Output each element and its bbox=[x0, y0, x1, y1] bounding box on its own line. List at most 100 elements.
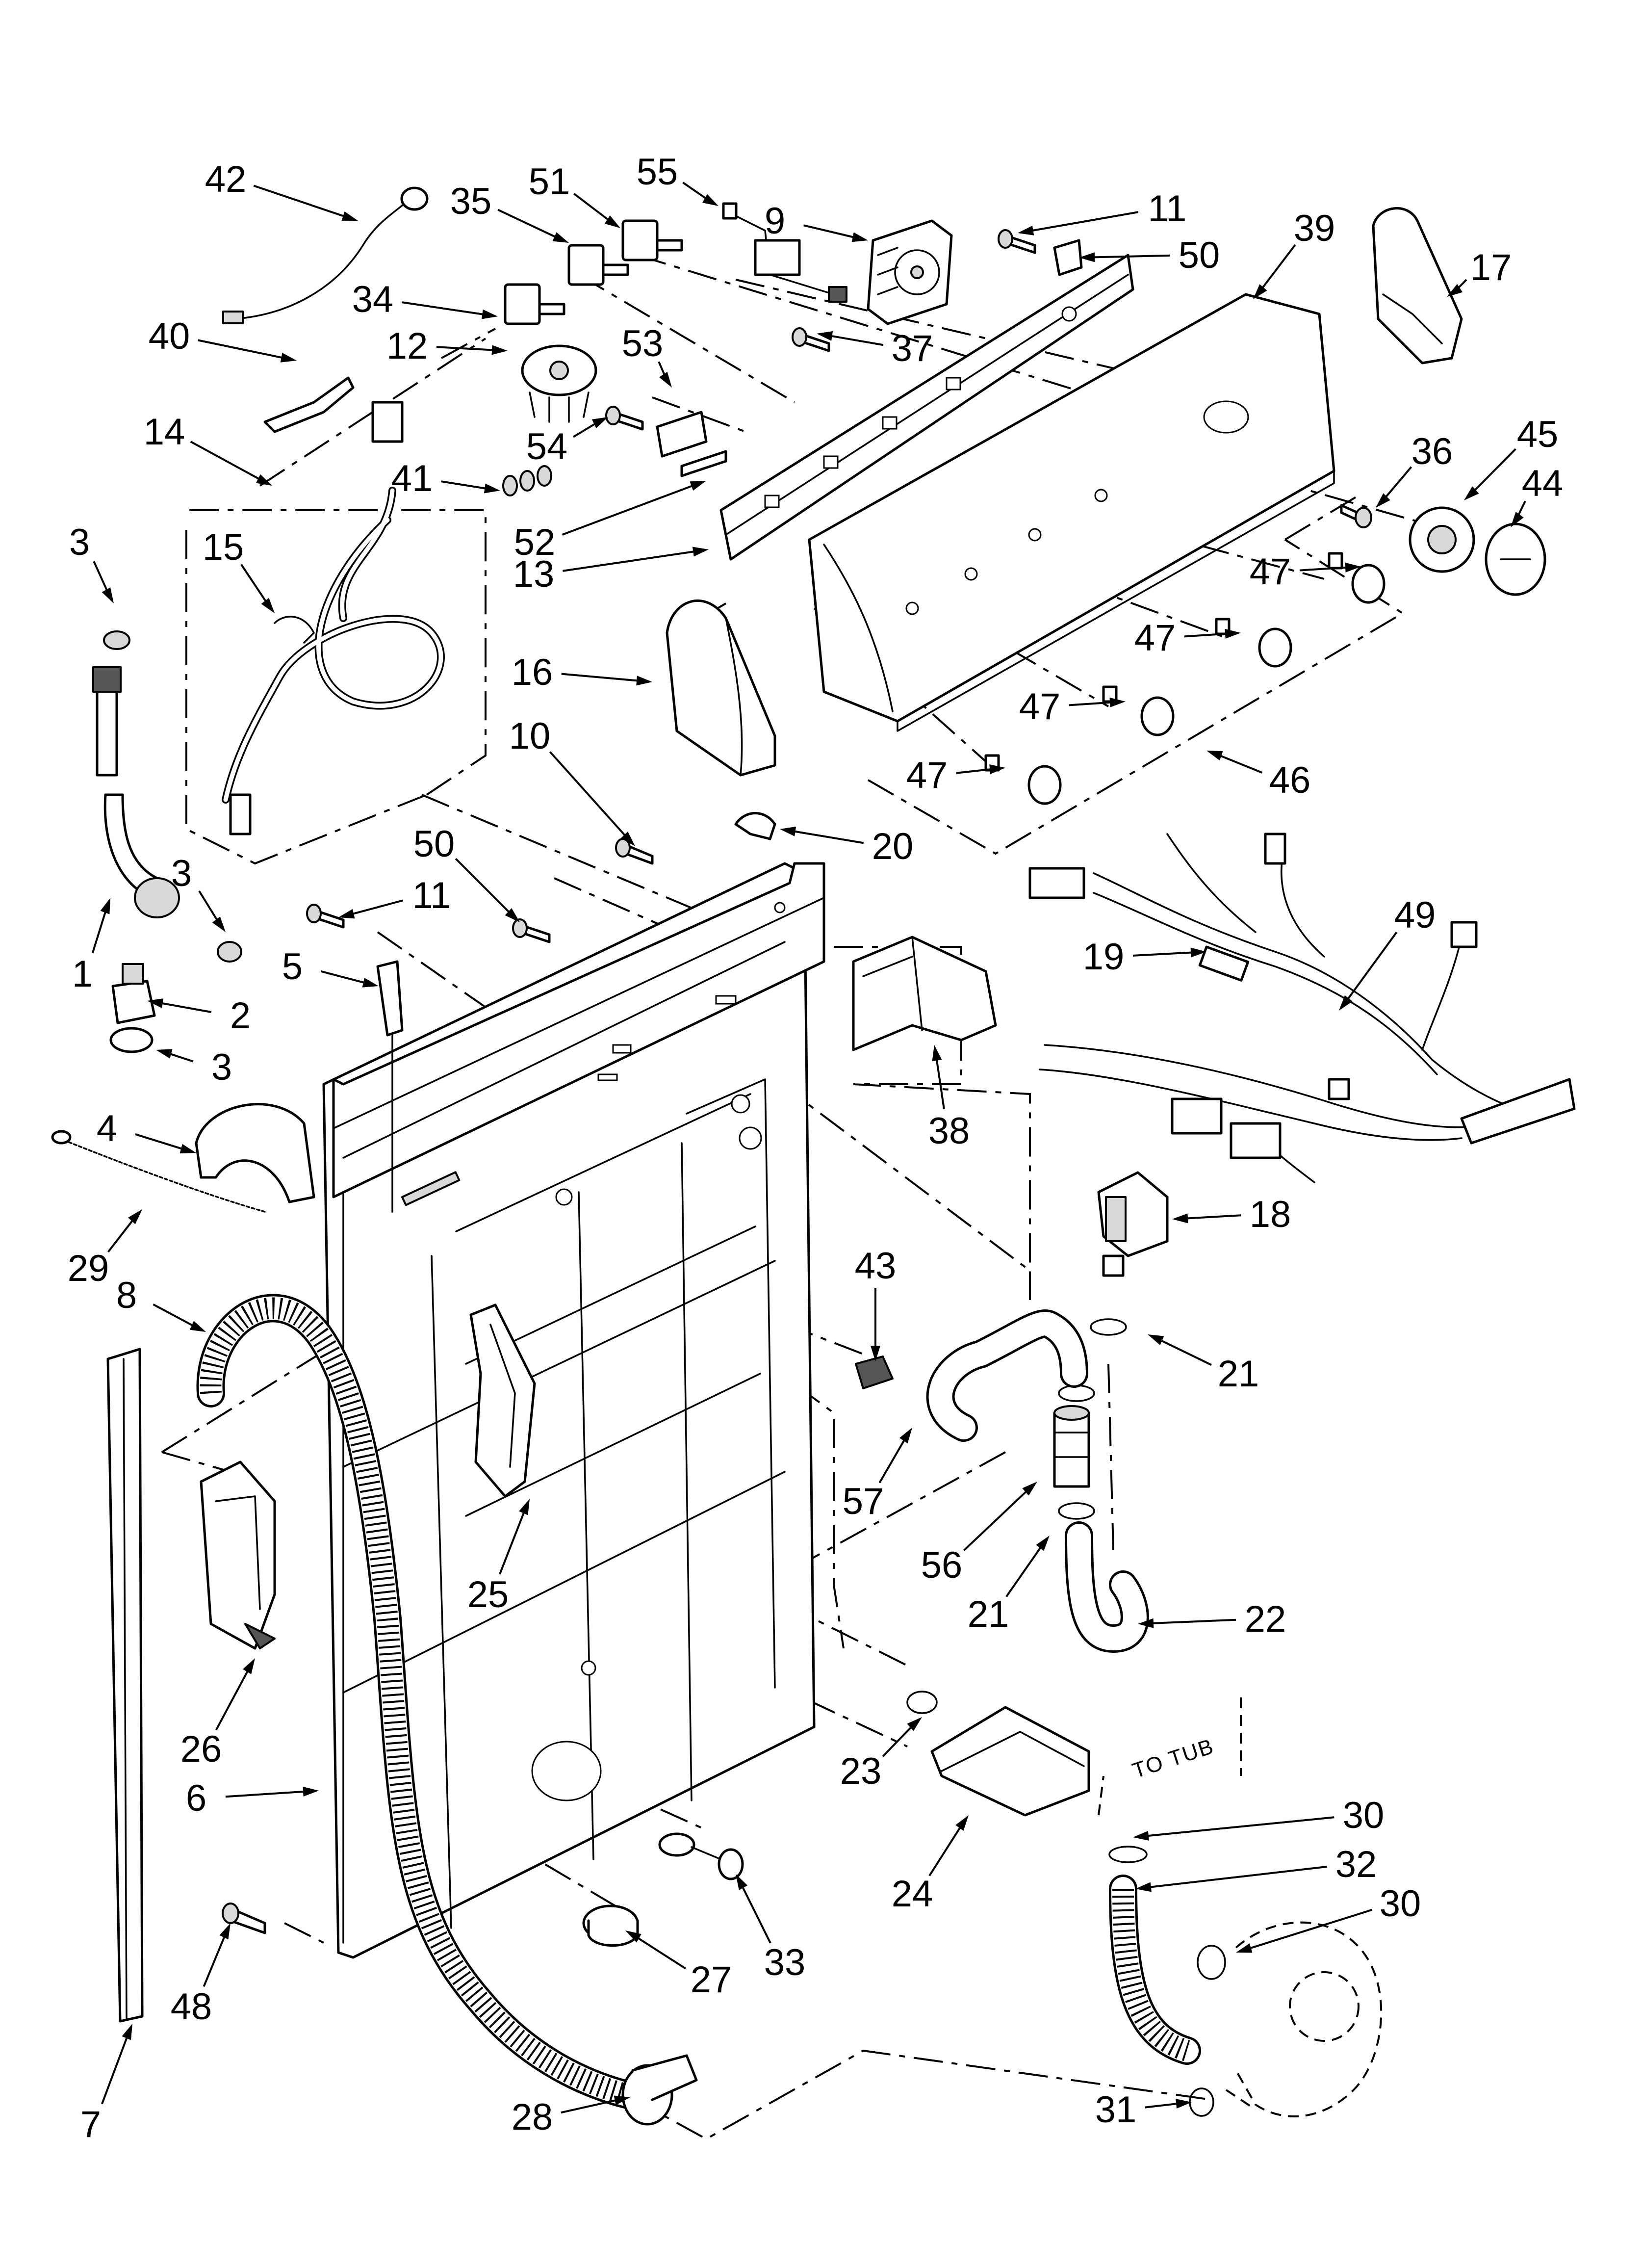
callout-label-17: 17 bbox=[1470, 247, 1512, 288]
part-39-console bbox=[808, 293, 1335, 732]
callout-label-8: 8 bbox=[116, 1275, 137, 1316]
arrowhead-10 bbox=[620, 831, 635, 846]
callout-label-39: 39 bbox=[1294, 208, 1335, 249]
part-44-knob bbox=[1485, 522, 1546, 596]
callout-label-33: 33 bbox=[764, 1942, 806, 1983]
arrowhead-36 bbox=[1376, 493, 1390, 508]
part-42-ground-wire bbox=[222, 186, 429, 324]
leader-line-42 bbox=[253, 184, 349, 219]
part-38-duct bbox=[852, 936, 997, 1051]
arrowhead-30a bbox=[1133, 1830, 1149, 1841]
arrowhead-22 bbox=[1138, 1618, 1154, 1628]
leader-line-21b bbox=[1005, 1542, 1045, 1597]
arrowhead-18 bbox=[1172, 1213, 1188, 1224]
arrowhead-57 bbox=[899, 1428, 912, 1444]
arrowhead-32 bbox=[1135, 1882, 1152, 1892]
arrowhead-3b bbox=[212, 916, 226, 932]
arrowhead-40 bbox=[280, 353, 297, 363]
arrowhead-1 bbox=[100, 898, 110, 914]
arrowhead-14 bbox=[256, 474, 272, 486]
part-25-clip bbox=[469, 1303, 536, 1498]
knob-kit-box bbox=[868, 495, 1405, 855]
callout-label-30a: 30 bbox=[1343, 1795, 1385, 1836]
leader-line-36 bbox=[1382, 466, 1412, 502]
leader-line-57 bbox=[878, 1435, 908, 1484]
callout-label-11a: 11 bbox=[1148, 188, 1187, 230]
to-tub-note: TO TUB bbox=[1129, 1734, 1217, 1783]
part-35-switch bbox=[567, 244, 629, 286]
part-26-bracket bbox=[200, 1460, 276, 1650]
leader-line-19 bbox=[1132, 951, 1197, 957]
arrowhead-4 bbox=[180, 1144, 196, 1154]
leader-line-14 bbox=[190, 441, 264, 482]
part-22-hose bbox=[1065, 1521, 1149, 1653]
leader-line-11b bbox=[347, 899, 404, 916]
arrowhead-50b bbox=[505, 908, 520, 922]
callout-label-47d: 47 bbox=[906, 755, 948, 796]
callout-label-2: 2 bbox=[230, 995, 251, 1037]
part-33-plug bbox=[658, 1832, 744, 1880]
arrowhead-37 bbox=[817, 331, 833, 341]
leader-line-29 bbox=[107, 1216, 137, 1253]
part-18-valve bbox=[1097, 1171, 1169, 1277]
callout-label-54: 54 bbox=[526, 426, 568, 468]
part-24-bracket bbox=[930, 1706, 1090, 1817]
arrowhead-41 bbox=[484, 483, 500, 494]
callout-label-5: 5 bbox=[282, 946, 303, 988]
callout-label-38: 38 bbox=[928, 1110, 970, 1152]
arrowhead-47b bbox=[1225, 628, 1241, 639]
part-15-cord bbox=[222, 401, 445, 835]
arrowhead-46 bbox=[1206, 751, 1223, 761]
leader-line-40 bbox=[198, 339, 287, 360]
leader-line-32 bbox=[1145, 1865, 1327, 1889]
leader-line-30a bbox=[1142, 1816, 1334, 1838]
callout-label-36: 36 bbox=[1411, 431, 1453, 472]
part-52-plate bbox=[680, 450, 727, 477]
leader-line-34 bbox=[402, 301, 488, 316]
arrowhead-51 bbox=[604, 215, 620, 228]
part-1-inlet-hose bbox=[92, 666, 180, 918]
leader-line-41 bbox=[441, 480, 491, 491]
arrowhead-12 bbox=[491, 345, 508, 355]
callout-label-21b: 21 bbox=[968, 1593, 1009, 1635]
arrowhead-53 bbox=[659, 371, 672, 388]
leader-line-12 bbox=[436, 346, 498, 352]
arrowhead-55 bbox=[702, 194, 718, 206]
part-55-harness bbox=[722, 202, 847, 303]
arrowhead-30b bbox=[1236, 1943, 1253, 1953]
leader-line-27 bbox=[633, 1934, 686, 1970]
part-36-screw bbox=[1340, 504, 1372, 528]
arrowhead-7 bbox=[122, 2024, 132, 2040]
part-23-clamp bbox=[906, 1691, 938, 1714]
callout-label-6: 6 bbox=[186, 1777, 206, 1819]
arrowhead-29 bbox=[128, 1209, 142, 1225]
callout-label-24: 24 bbox=[892, 1873, 933, 1915]
arrowhead-27 bbox=[625, 1930, 641, 1943]
leader-line-47a bbox=[1299, 566, 1352, 572]
callout-label-43: 43 bbox=[855, 1245, 897, 1287]
callout-label-46: 46 bbox=[1269, 759, 1311, 801]
leader-line-7 bbox=[101, 2032, 130, 2105]
arrowhead-49 bbox=[1339, 995, 1353, 1011]
arrowhead-38 bbox=[932, 1045, 942, 1062]
callout-label-50b: 50 bbox=[413, 823, 455, 865]
part-27-clamp bbox=[582, 1904, 639, 1947]
callout-label-15: 15 bbox=[203, 526, 244, 568]
callout-leaders bbox=[91, 182, 1526, 2114]
part-5-strap bbox=[376, 960, 404, 1213]
leader-line-1 bbox=[91, 907, 108, 954]
part-7-side-trim bbox=[106, 1348, 144, 2023]
arrowhead-21b bbox=[1036, 1536, 1050, 1551]
callout-label-53: 53 bbox=[622, 323, 664, 365]
leader-line-6 bbox=[225, 1790, 309, 1798]
callout-label-21a: 21 bbox=[1218, 1353, 1259, 1395]
part-56-valve bbox=[1053, 1405, 1090, 1488]
callout-label-14: 14 bbox=[144, 411, 185, 453]
arrowhead-42 bbox=[341, 211, 358, 221]
callout-label-42: 42 bbox=[205, 158, 247, 200]
part-31-clamp bbox=[1189, 2087, 1214, 2117]
leader-line-49 bbox=[1344, 932, 1398, 1004]
arrowhead-20 bbox=[780, 826, 796, 836]
callout-label-47a: 47 bbox=[1250, 551, 1291, 593]
